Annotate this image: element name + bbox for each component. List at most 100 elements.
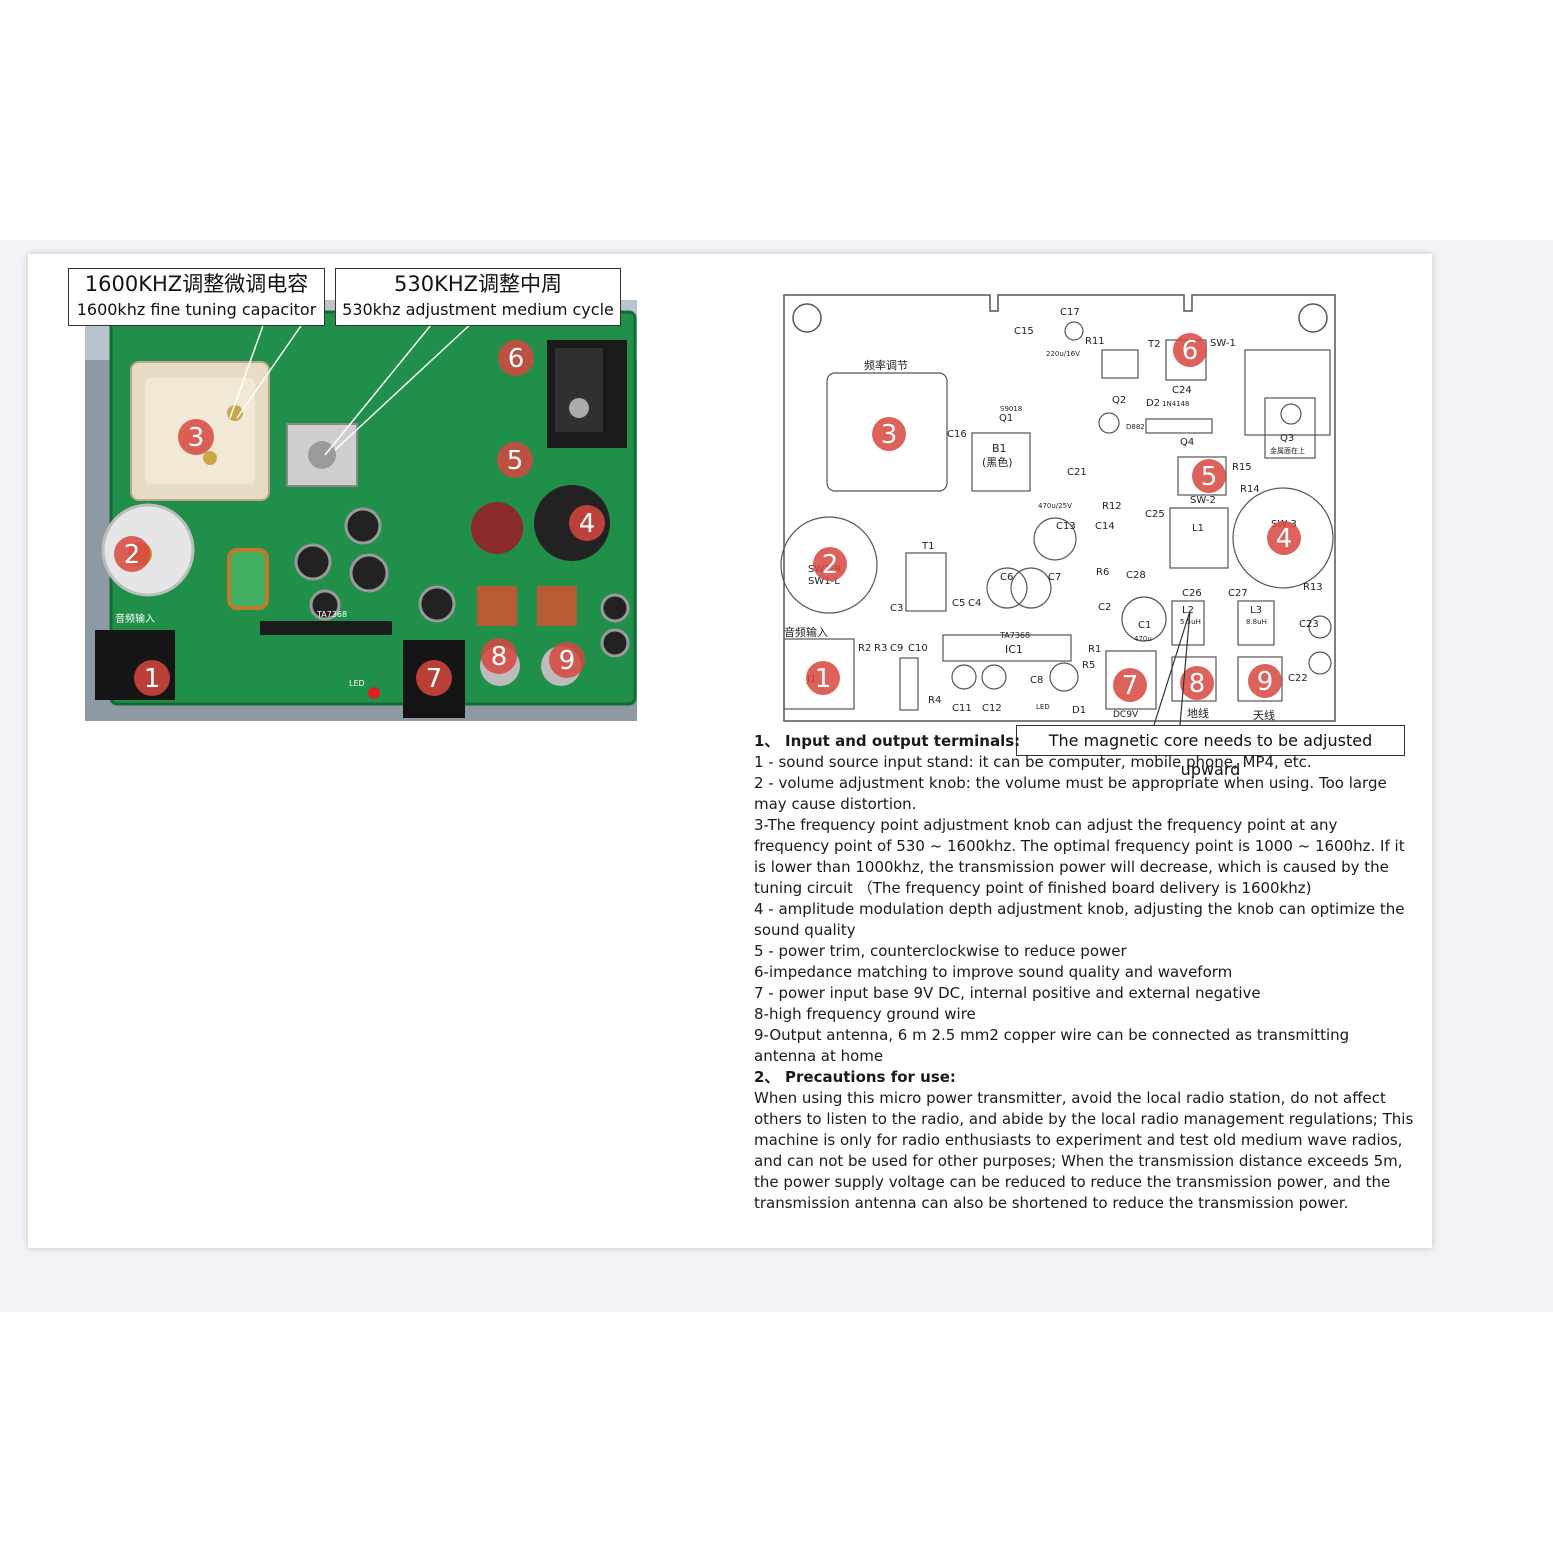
label-c13: C13: [1056, 521, 1076, 532]
label-l2: L2: [1182, 605, 1194, 616]
label-b1-color: (黑色): [982, 455, 1013, 469]
label-c25: C25: [1145, 509, 1165, 520]
schem-marker-8: 8: [1189, 669, 1206, 699]
label-b1: B1: [992, 442, 1007, 455]
ic-chip: [260, 621, 392, 635]
label-r5: R5: [1082, 660, 1095, 671]
ferrite-coil: [227, 548, 269, 610]
trim-pot: [471, 502, 523, 554]
label-r2: R2: [858, 643, 871, 654]
label-c24: C24: [1172, 385, 1192, 396]
schem-marker-3: 3: [881, 420, 898, 450]
label-c12: C12: [982, 703, 1002, 714]
precautions-paragraph: When using this micro power transmitter,…: [754, 1089, 1414, 1212]
label-r14: R14: [1240, 484, 1260, 495]
label-ta7368: TA7368: [999, 631, 1030, 640]
label-q1: Q1: [999, 413, 1013, 424]
label-r13: R13: [1303, 582, 1323, 593]
label-freq-adjust: 频率调节: [864, 358, 908, 372]
label-t1: T1: [921, 541, 934, 552]
label-cap-470u25v: 470u/25V: [1038, 502, 1072, 510]
label-cap-220u16v: 220u/16V: [1046, 350, 1080, 358]
section-heading-terminals: 1、 Input and output terminals:: [754, 731, 1414, 752]
label-r11: R11: [1085, 336, 1105, 347]
label-l1: L1: [1192, 523, 1204, 534]
heatsink: [547, 340, 627, 448]
label-sw1: SW-1: [1210, 338, 1236, 349]
label-sw1-l: SW1-L: [808, 576, 840, 587]
item-9: 9-Output antenna, 6 m 2.5 mm2 copper wir…: [754, 1026, 1350, 1065]
label-c26: C26: [1182, 588, 1202, 599]
item-4: 4 - amplitude modulation depth adjustmen…: [754, 900, 1405, 939]
callout-medium-cycle-en: 530khz adjustment medium cycle: [342, 300, 614, 319]
instructions-text: 1、 Input and output terminals: 1 - sound …: [754, 731, 1414, 1214]
schem-marker-7: 7: [1122, 671, 1139, 701]
label-c23: C23: [1299, 619, 1319, 630]
label-c6: C6: [1000, 572, 1013, 583]
photo-marker-1: 1: [144, 664, 161, 694]
label-s9018: S9018: [1000, 405, 1022, 413]
schem-marker-1: 1: [815, 664, 832, 694]
schem-marker-9: 9: [1257, 667, 1274, 697]
led: [368, 687, 380, 699]
item-8: 8-high frequency ground wire: [754, 1005, 976, 1023]
label-ground: 地线: [1187, 706, 1209, 720]
photo-marker-9: 9: [559, 646, 576, 676]
pcb-photo: TA7368 音频输入 LED 1 2 3 4 5 6 7 8 9: [85, 300, 637, 721]
callout-fine-tuning-en: 1600khz fine tuning capacitor: [76, 300, 317, 319]
label-c1: C1: [1138, 620, 1151, 631]
label-c14: C14: [1095, 521, 1115, 532]
label-ic1: IC1: [1005, 643, 1023, 656]
section-title-2: Precautions for use:: [785, 1068, 956, 1086]
schem-marker-2: 2: [822, 550, 839, 580]
item-1: 1 - sound source input stand: it can be …: [754, 753, 1312, 771]
label-q3-note: 金属面在上: [1270, 446, 1305, 455]
label-r6: R6: [1096, 567, 1109, 578]
label-q4: Q4: [1180, 437, 1194, 448]
label-d882: D882: [1126, 423, 1145, 431]
photo-marker-6: 6: [508, 344, 525, 374]
item-2: 2 - volume adjustment knob: the volume m…: [754, 774, 1387, 813]
antenna-terminal: [537, 586, 577, 626]
label-c11: C11: [952, 703, 972, 714]
label-l3-value: 8.8uH: [1246, 618, 1267, 626]
chip-label: TA7368: [316, 610, 347, 619]
label-r4: R4: [928, 695, 941, 706]
item-3: 3-The frequency point adjustment knob ca…: [754, 816, 1405, 897]
label-led: LED: [1036, 703, 1050, 711]
label-c2: C2: [1098, 602, 1111, 613]
photo-marker-3: 3: [188, 423, 205, 453]
schem-marker-5: 5: [1201, 462, 1218, 492]
item-6: 6-impedance matching to improve sound qu…: [754, 963, 1233, 981]
label-c27: C27: [1228, 588, 1248, 599]
section-title-1: Input and output terminals:: [785, 732, 1021, 750]
photo-marker-4: 4: [579, 509, 596, 539]
photo-marker-8: 8: [491, 642, 508, 672]
audio-in-label: 音频输入: [115, 612, 155, 625]
schem-marker-6: 6: [1182, 336, 1199, 366]
label-audio-in: 音频输入: [784, 625, 828, 639]
callout-medium-cycle-zh: 530KHZ调整中周: [393, 272, 563, 296]
item-7: 7 - power input base 9V DC, internal pos…: [754, 984, 1261, 1002]
photo-marker-5: 5: [507, 446, 524, 476]
callout-fine-tuning-zh: 1600KHZ调整微调电容: [84, 272, 309, 296]
photo-marker-7: 7: [426, 664, 443, 694]
label-dc9v: DC9V: [1113, 710, 1139, 720]
callout-fine-tuning: 1600KHZ调整微调电容 1600khz fine tuning capaci…: [68, 268, 325, 326]
schem-marker-4: 4: [1276, 524, 1293, 554]
label-c15: C15: [1014, 326, 1034, 337]
label-c7: C7: [1048, 572, 1061, 583]
section-heading-precautions: 2、Precautions for use:: [754, 1067, 1414, 1088]
photo-marker-2: 2: [124, 540, 141, 570]
label-l3: L3: [1250, 605, 1262, 616]
section-number-1: 1、: [754, 732, 780, 750]
pcb-silkscreen-diagram: 频率调节 音频输入 DC9V 地线 天线 B1 (黑色) IC1 TA7368 …: [780, 294, 1336, 725]
label-l2-value: 5.5uH: [1180, 618, 1201, 626]
label-sw2: SW-2: [1190, 495, 1216, 506]
label-antenna: 天线: [1253, 708, 1275, 722]
label-1n4148: 1N4148: [1162, 400, 1190, 408]
label-t2: T2: [1147, 339, 1160, 350]
label-q2: Q2: [1112, 395, 1126, 406]
label-c17: C17: [1060, 307, 1080, 318]
freq-adjust-outline: [826, 372, 948, 492]
